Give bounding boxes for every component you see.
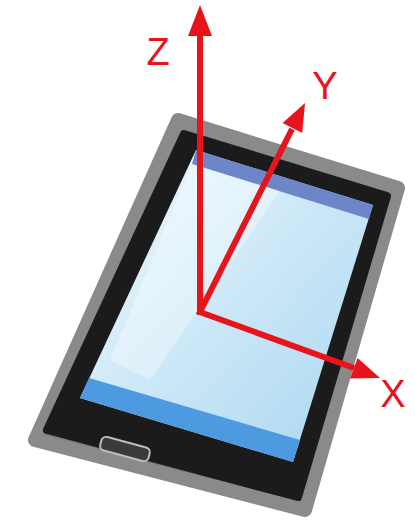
y-arrowhead [283, 103, 305, 133]
phone-bezel [47, 134, 387, 497]
axis-label: X [380, 375, 405, 413]
x-axis [197, 311, 354, 368]
home-button [99, 436, 151, 462]
axes [188, 5, 380, 379]
phone-body [35, 120, 398, 510]
y-axis [200, 129, 292, 312]
screen-bottom-bar [80, 378, 300, 462]
z-arrowhead [188, 5, 212, 36]
axis-label: Z [146, 33, 169, 71]
x-arrowhead [350, 358, 380, 379]
screen-glare [110, 164, 280, 380]
z-axis [197, 34, 203, 315]
phone-screen [80, 150, 373, 462]
axis-label: Y [312, 67, 337, 105]
